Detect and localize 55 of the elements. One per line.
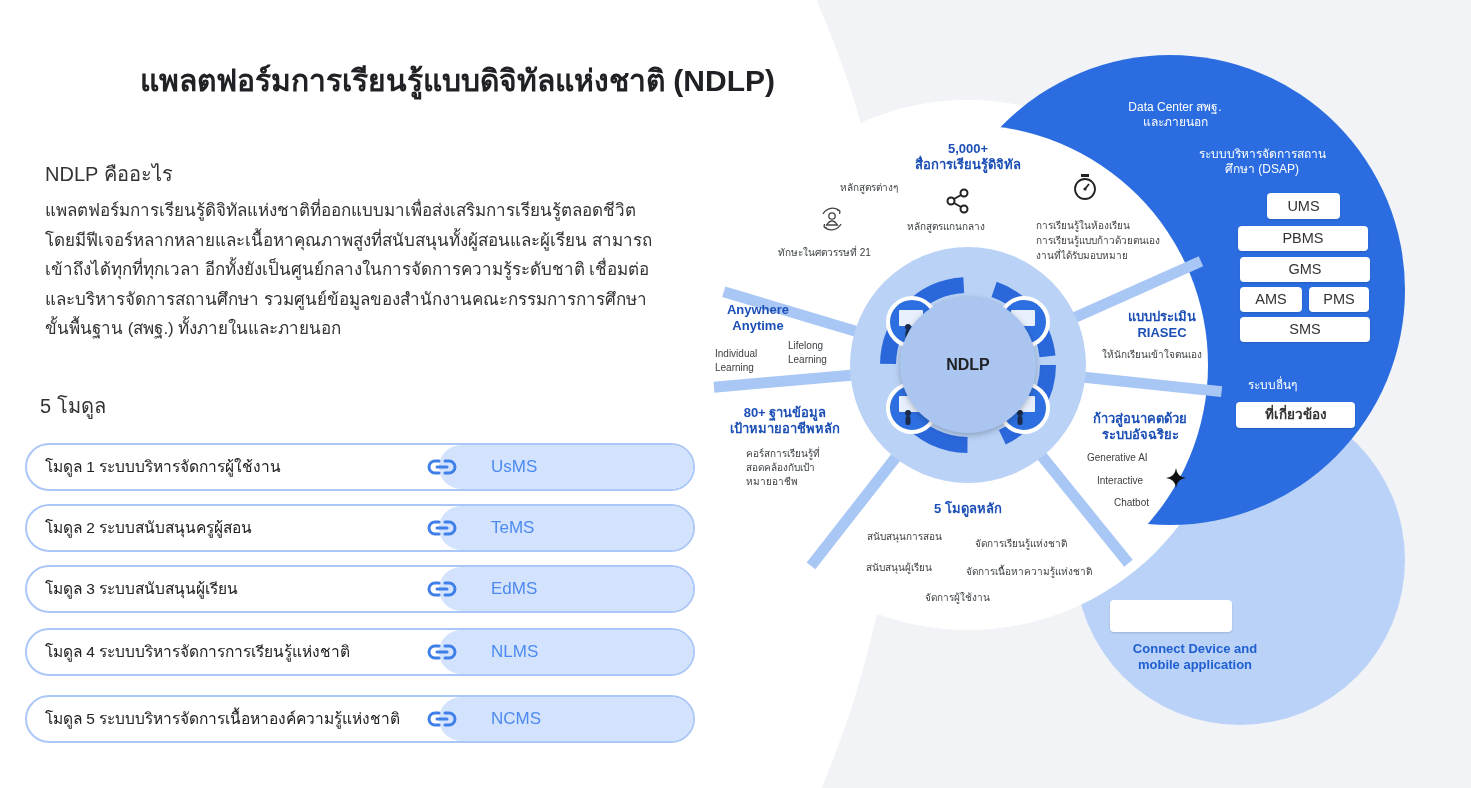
- segment-text: การเรียนรู้แบบก้าวด้วยตนเอง: [1036, 234, 1160, 248]
- module-label: โมดูล 2 ระบบสนับสนุนครูผู้สอน: [45, 518, 253, 538]
- system-box: AMS: [1240, 287, 1302, 312]
- segment-heading: 80+ ฐานข้อมูล เป้าหมายอาชีพหลัก: [729, 405, 841, 437]
- segment-text: งานที่ได้รับมอบหมาย: [1036, 249, 1128, 263]
- module-code-tab: TeMS: [439, 506, 693, 550]
- segment-text: จัดการเนื้อหาความรู้แห่งชาติ: [966, 565, 1092, 579]
- module-code-tab: NCMS: [439, 697, 693, 741]
- section-heading: NDLP คืออะไร: [45, 162, 173, 187]
- section-heading: 5 โมดูล: [40, 394, 106, 421]
- module-label: โมดูล 5 ระบบบริหารจัดการเนื้อหาองค์ความรู้แห่งชาติ: [45, 709, 401, 729]
- module-pill: [25, 695, 695, 743]
- device-box: [1110, 600, 1232, 632]
- module-code-tab: UsMS: [439, 445, 693, 489]
- segment-heading: 5,000+ สื่อการเรียนรู้ดิจิทัล: [914, 141, 1022, 173]
- system-box: UMS: [1267, 193, 1340, 219]
- system-box: PBMS: [1238, 226, 1368, 251]
- segment-text: Lifelong Learning: [788, 339, 828, 367]
- system-box: PMS: [1309, 287, 1369, 312]
- system-box: GMS: [1240, 257, 1370, 282]
- module-code-tab: EdMS: [439, 567, 693, 611]
- description-paragraph: แพลตฟอร์มการเรียนรู้ดิจิทัลแห่งชาติที่ออกแบบมาเพื่อส่งเสริมการเรียนรู้ตลอดชีวิต โดยมีฟีเจอร์หลากหลายและเนื้อหาคุณภาพสูงที่สนับสนุนทั้งผู้สอนและผู้เรียน สามารถเข้าถึงได้ทุกที่ทุกเวลา อีกทั้งยังเป็นศูนย์กลางในการจัดการความรู้ระดับชาติ เชื่อมต่อและบริหารจัดการสถานศึกษา รวมศูนย์ข้อมูลของสำนักงานคณะกรรมการการศึกษาขั้นพื้นฐาน (สพฐ.) ทั้งภายในและภายนอก: [45, 196, 670, 344]
- segment-text: Interactive: [1097, 474, 1144, 488]
- segment-text: หลักสูตรแกนกลาง: [907, 220, 986, 234]
- segment-text: หลักสูตรต่างๆ: [840, 181, 898, 195]
- segment-text: สนับสนุนผู้เรียน: [866, 561, 932, 575]
- segment-heading: แบบประเมิน RIASEC: [1127, 309, 1197, 341]
- panel-text: Connect Device and mobile application: [1131, 641, 1259, 673]
- segment-text: Chatbot: [1114, 496, 1150, 510]
- module-pill: [25, 504, 695, 552]
- system-box: ที่เกี่ยวข้อง: [1236, 402, 1355, 428]
- segment-heading: ก้าวสู่อนาคตด้วยระบบอัจฉริยะ: [1092, 411, 1188, 443]
- segment-text: Generative AI: [1087, 451, 1148, 465]
- module-code-tab: NLMS: [439, 630, 693, 674]
- segment-text: จัดการเรียนรู้แห่งชาติ: [975, 537, 1067, 551]
- segment-heading: 5 โมดูลหลัก: [933, 501, 1003, 517]
- page-title: แพลตฟอร์มการเรียนรู้แบบดิจิทัลแห่งชาติ (NDLP): [140, 57, 775, 104]
- segment-text: การเรียนรู้ในห้องเรียน: [1036, 219, 1130, 233]
- module-pill: [25, 628, 695, 676]
- panel-heading: ระบบอื่นๆ: [1246, 378, 1298, 393]
- system-box: SMS: [1240, 317, 1370, 342]
- module-pill: [25, 565, 695, 613]
- segment-text: ให้นักเรียนเข้าใจตนเอง: [1102, 348, 1202, 362]
- module-pill: [25, 443, 695, 491]
- panel-heading: ระบบบริหารจัดการสถานศึกษา (DSAP): [1197, 147, 1327, 177]
- segment-text: จัดการผู้ใช้งาน: [925, 591, 990, 605]
- panel-heading: Data Center สพฐ. และภายนอก: [1127, 100, 1223, 130]
- segment-text: ทักษะในศตวรรษที่ 21: [778, 246, 871, 260]
- segment-text: คอร์สการเรียนรู้ที่สอดคล้องกับเป้าหมายอาชีพ: [746, 447, 821, 489]
- segment-text: สนับสนุนการสอน: [867, 530, 942, 544]
- segment-text: Individual Learning: [715, 347, 759, 375]
- module-label: โมดูล 3 ระบบสนับสนุนผู้เรียน: [45, 579, 239, 599]
- module-label: โมดูล 1 ระบบบริหารจัดการผู้ใช้งาน: [45, 457, 282, 477]
- segment-heading: Anywhere Anytime: [725, 302, 791, 334]
- module-label: โมดูล 4 ระบบบริหารจัดการการเรียนรู้แห่งชาติ: [45, 642, 351, 662]
